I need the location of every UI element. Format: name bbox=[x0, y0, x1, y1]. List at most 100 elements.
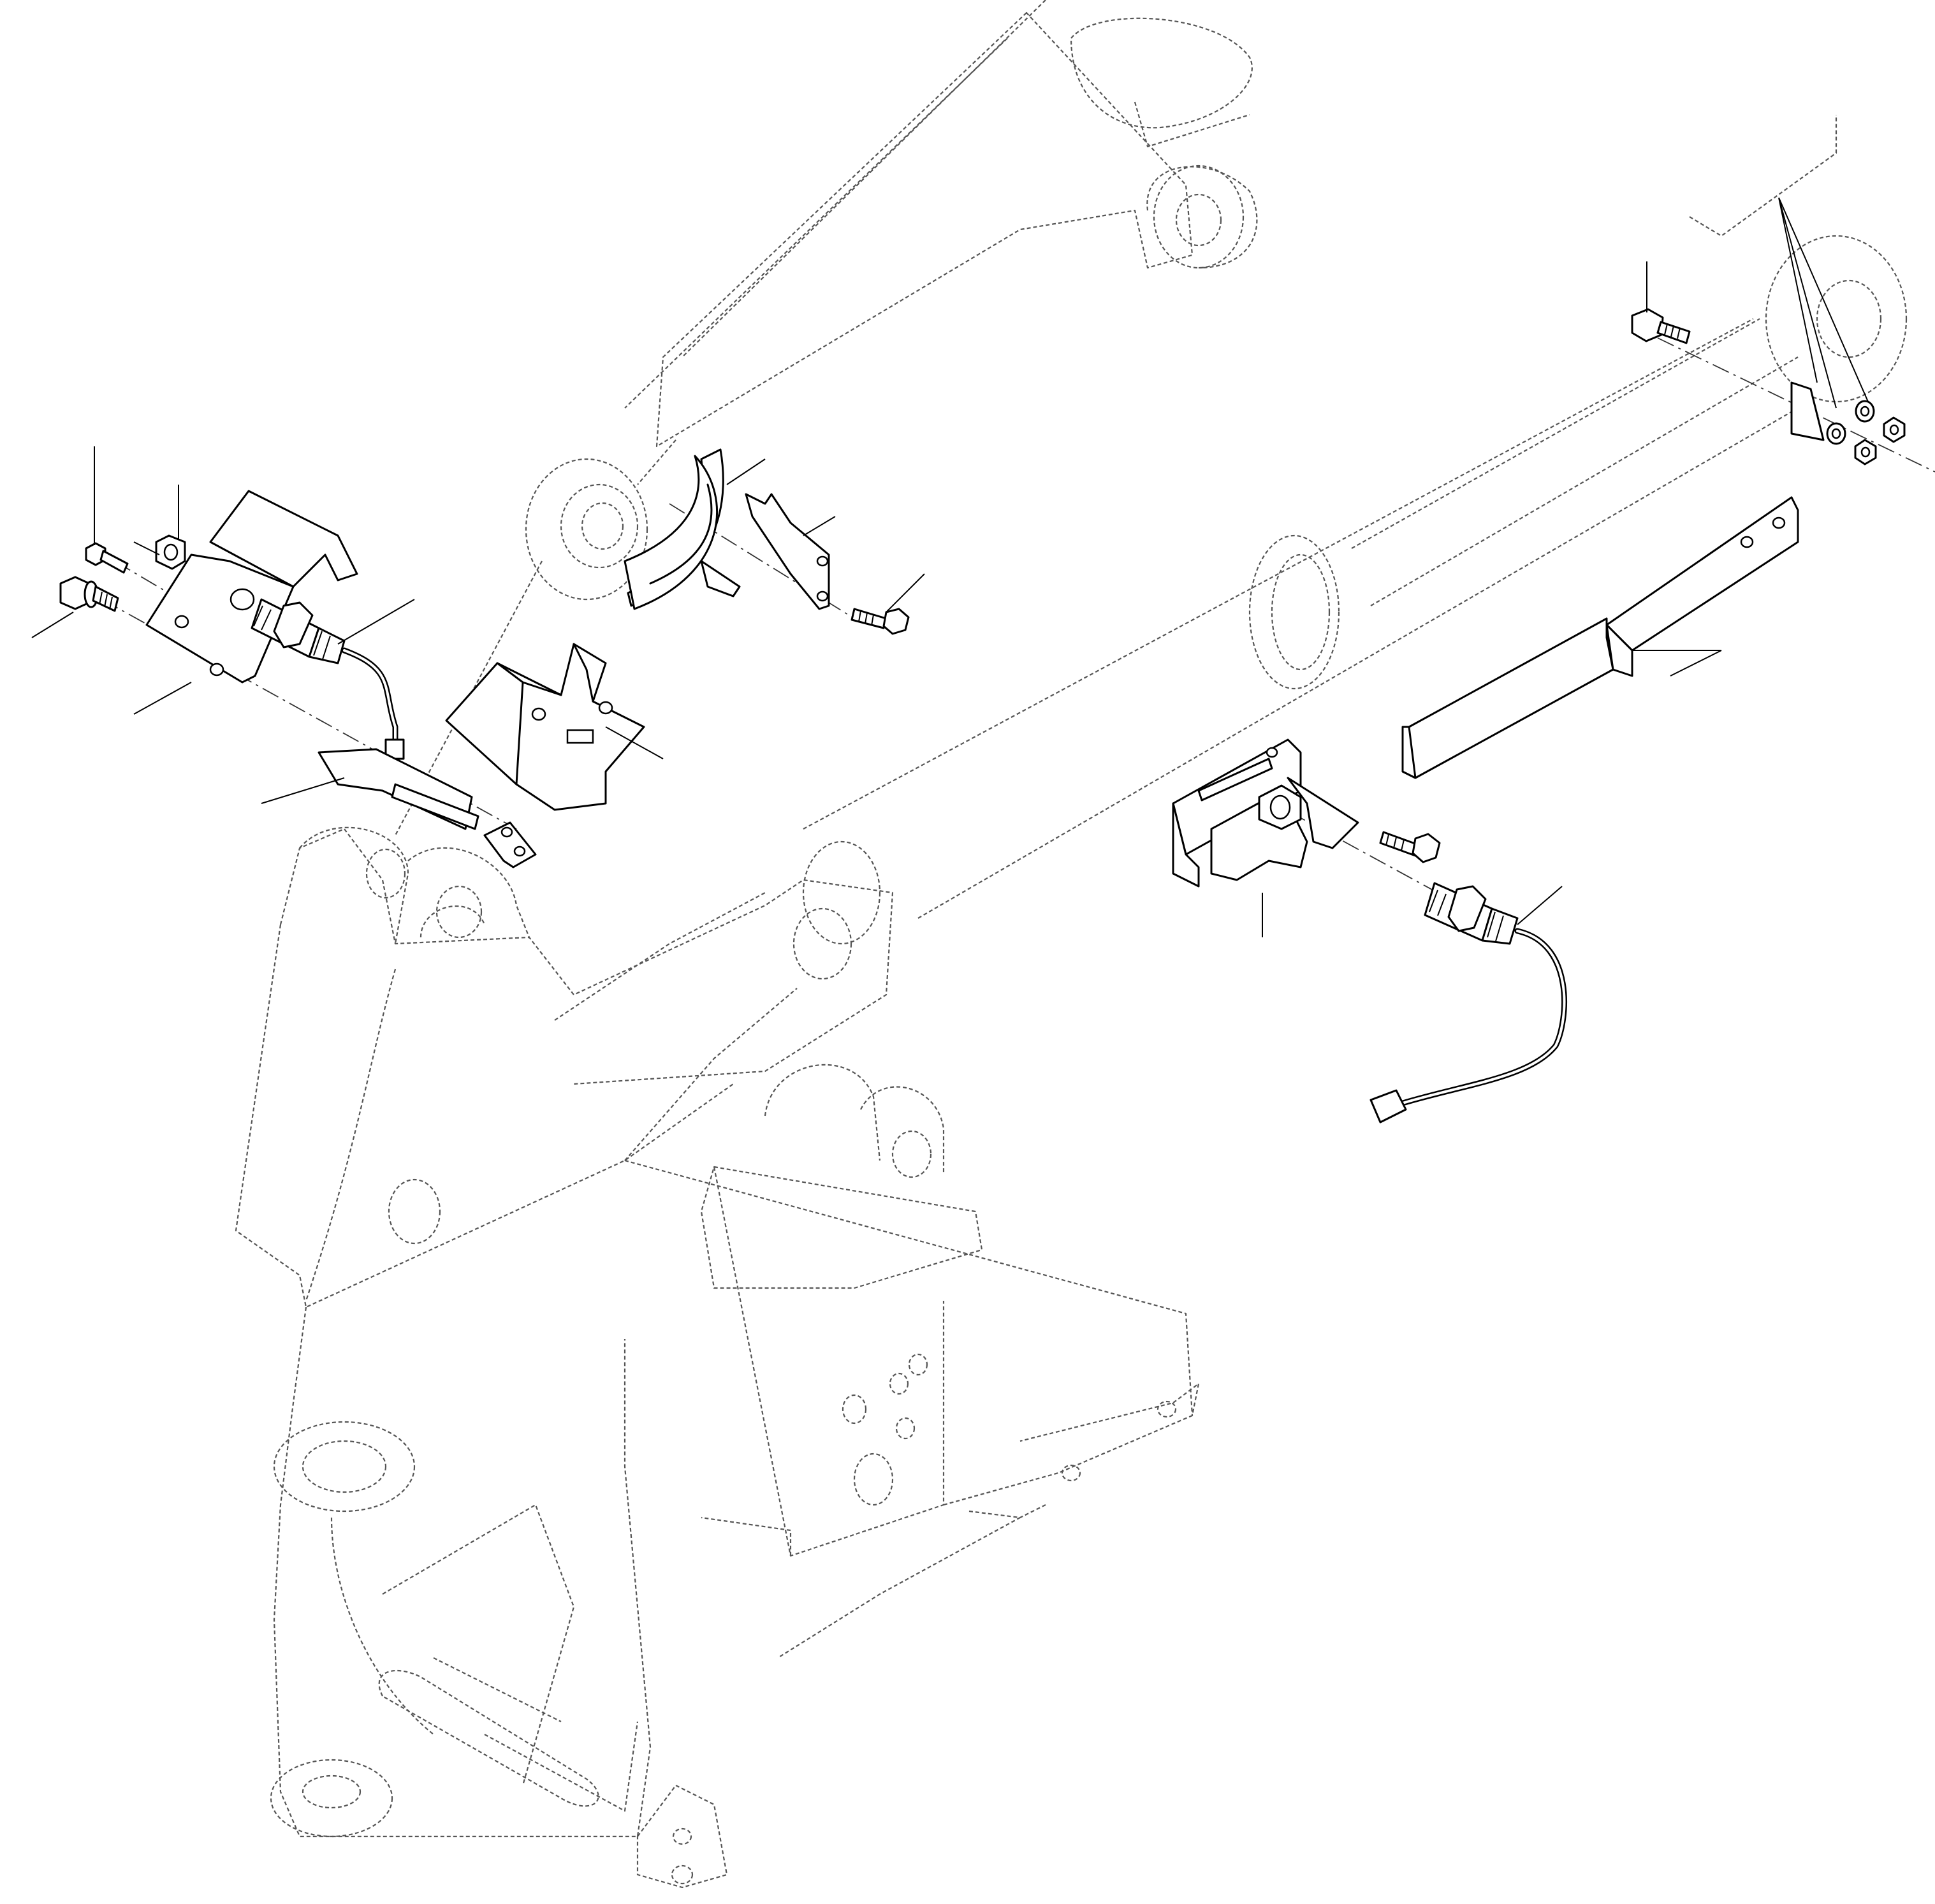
bracket-hole-big bbox=[230, 588, 255, 611]
top-right-nuts-washers bbox=[1826, 400, 1906, 465]
leader-angle-rail bbox=[1632, 650, 1722, 677]
cover-plate bbox=[445, 643, 645, 811]
curved-guide-outer bbox=[624, 455, 718, 610]
leader-left-plate bbox=[133, 682, 192, 715]
leader-top-right-nuts bbox=[1778, 197, 1869, 409]
top-clevis bbox=[1070, 17, 1253, 148]
angle-rail-hole-1 bbox=[1740, 536, 1754, 548]
small-flange-bolt bbox=[851, 608, 910, 635]
actuator-plate-hole-2 bbox=[513, 846, 526, 857]
column-hole-5 bbox=[908, 1353, 928, 1376]
cylinder-body bbox=[803, 318, 1799, 919]
small-angle-bracket bbox=[745, 493, 830, 610]
top-right-box bbox=[1689, 115, 1837, 237]
cover-plate-hole-1 bbox=[531, 707, 546, 721]
frame-gusset bbox=[305, 892, 798, 1301]
leader-left-bracket bbox=[133, 541, 160, 555]
lower-pivot-hole bbox=[302, 1775, 361, 1809]
left-sensor-assembly bbox=[31, 446, 537, 868]
top-clevis-pin bbox=[1153, 165, 1245, 269]
lower-hinge-hole bbox=[671, 1864, 694, 1885]
angle-rail-lower-flange bbox=[1401, 726, 1417, 779]
lower-pivot-boss bbox=[270, 1759, 393, 1838]
leader-left-bolt bbox=[31, 611, 74, 638]
upper-boom-edge bbox=[624, 0, 1046, 409]
frame-box-face bbox=[235, 924, 734, 1308]
left-sensor-bracket-side bbox=[145, 553, 295, 684]
cylinder-rod-eye bbox=[1765, 235, 1908, 403]
actuator-plate-end bbox=[483, 821, 537, 868]
rail-hole-1 bbox=[1157, 1400, 1177, 1418]
frame-side-rail bbox=[624, 1159, 1200, 1659]
small-angle-hole-1 bbox=[816, 555, 829, 567]
leader-right-sensor bbox=[1517, 886, 1563, 925]
lower-housing bbox=[273, 1307, 652, 1838]
left-sensor-bracket-top bbox=[209, 490, 358, 588]
cover-plate-slot bbox=[566, 729, 594, 744]
leader-angle-bracket bbox=[803, 516, 836, 536]
cylinder-base-pin bbox=[792, 907, 852, 980]
right-bracket-hole bbox=[1266, 747, 1278, 758]
frame-center-hole bbox=[388, 1178, 441, 1245]
small-angle-hole-2 bbox=[816, 590, 829, 602]
right-sensor-bracket-arm bbox=[1287, 777, 1359, 849]
turntable-ring-inner bbox=[302, 1440, 387, 1493]
column-hole-4 bbox=[895, 1417, 916, 1440]
angle-rail-hole-2 bbox=[1772, 516, 1786, 529]
upper-boom-arm bbox=[655, 11, 1194, 448]
column-hole-2 bbox=[889, 1372, 909, 1395]
angle-rail-upper bbox=[1605, 496, 1799, 652]
column-hole-3 bbox=[853, 1453, 894, 1506]
guide-assembly bbox=[624, 448, 925, 635]
arm-pin-inner bbox=[581, 502, 624, 550]
machine-context-outline bbox=[235, 0, 1908, 1889]
cylinder-gland bbox=[1248, 534, 1340, 690]
curved-guide-slot bbox=[649, 483, 713, 585]
cover-plate-hole-2 bbox=[598, 701, 613, 715]
right-sensor-bracket-base bbox=[1172, 802, 1200, 888]
cylinder-rod-eye-inner bbox=[1816, 279, 1882, 358]
turntable-ring bbox=[273, 1421, 416, 1512]
top-clevis-lug bbox=[1146, 166, 1258, 269]
lower-hinge-hole-2 bbox=[672, 1827, 692, 1845]
frame-left-pin bbox=[365, 848, 406, 899]
top-right-flange-bolt bbox=[1631, 308, 1691, 344]
right-sensor-assembly bbox=[1172, 738, 1567, 1124]
leader-actuator bbox=[261, 777, 345, 804]
leader-guide bbox=[726, 458, 766, 485]
lower-slot bbox=[378, 1669, 599, 1807]
right-sensor-bracket-bore bbox=[1269, 795, 1291, 820]
bracket-hole-1 bbox=[174, 615, 189, 629]
frame-left-pin-2 bbox=[435, 885, 483, 939]
cylinder-rod bbox=[1351, 318, 1799, 606]
leader-small-bolt bbox=[886, 573, 925, 613]
right-proximity-sensor bbox=[1424, 882, 1519, 945]
left-flange-bolt-small bbox=[85, 542, 129, 574]
top-right-mount-plate bbox=[1790, 381, 1825, 441]
cylinder-base-eye bbox=[802, 840, 881, 945]
arm-pin-outer bbox=[560, 483, 639, 569]
bracket-hole-2 bbox=[209, 663, 224, 677]
actuator-plate-hole-1 bbox=[500, 826, 513, 838]
arm-pin-lug bbox=[525, 458, 648, 601]
left-proximity-sensor bbox=[251, 598, 346, 664]
frame-right-column bbox=[701, 1166, 945, 1557]
right-bracket-slot bbox=[1197, 758, 1273, 802]
column-hole-1 bbox=[842, 1394, 867, 1424]
left-flange-bolt-large bbox=[59, 576, 119, 612]
cylinder-gland-face bbox=[1271, 553, 1331, 671]
lower-hinge bbox=[636, 1784, 728, 1889]
frame-right-block bbox=[700, 1064, 983, 1289]
angle-rail-lower bbox=[1401, 617, 1614, 779]
right-flange-bolt bbox=[1379, 831, 1441, 863]
top-clevis-pin-inner bbox=[1175, 193, 1222, 247]
right-cable-connector bbox=[1369, 1089, 1407, 1124]
curved-guide-tab bbox=[700, 560, 741, 597]
cover-plate-assembly bbox=[445, 643, 664, 811]
frame-right-pin bbox=[891, 1130, 932, 1178]
leader-left-sensor bbox=[337, 599, 415, 645]
lower-arm-brace bbox=[330, 1504, 639, 1812]
right-sensor-cable bbox=[1399, 928, 1567, 1106]
left-hex-nut-bore bbox=[163, 543, 179, 561]
